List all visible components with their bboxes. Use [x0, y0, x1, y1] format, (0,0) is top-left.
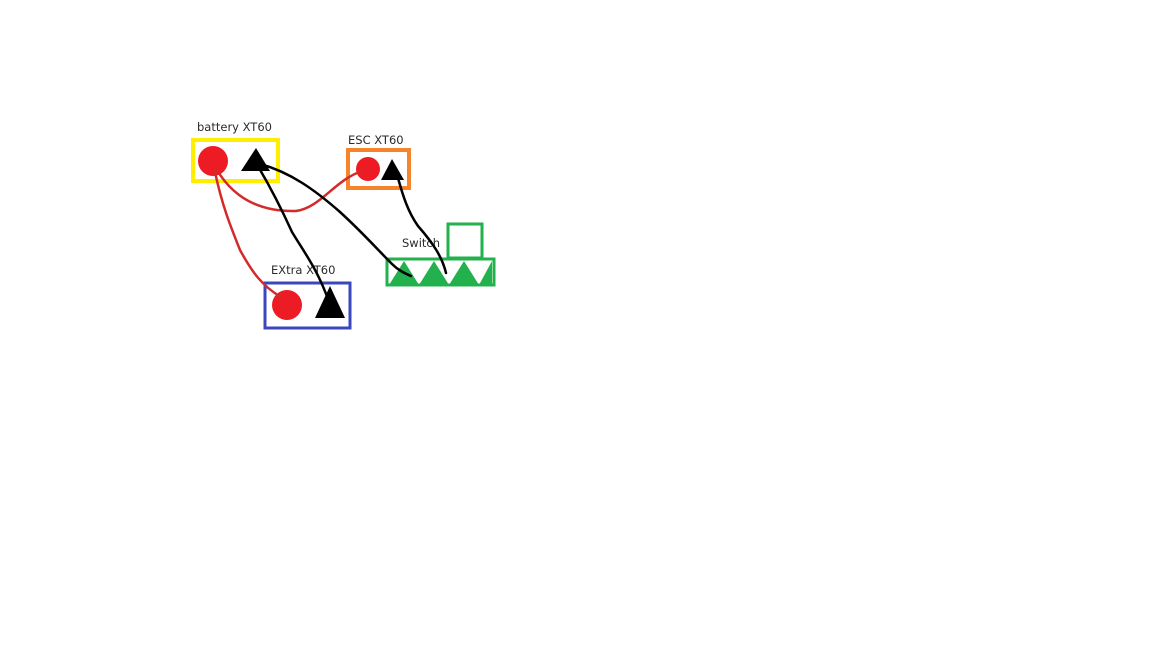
wires — [213, 162, 448, 304]
battery-positive-terminal — [198, 146, 228, 176]
switch: Switch — [385, 222, 496, 287]
esc-negative-terminal — [381, 159, 404, 180]
esc-box — [346, 148, 411, 190]
esc-negative-to-switch-wire — [396, 176, 448, 275]
battery-positive-to-extra-positive-wire — [213, 170, 283, 299]
esc-connector: ESC XT60 — [346, 133, 411, 190]
switch-toggle — [446, 222, 484, 260]
switch-contacts — [389, 261, 492, 285]
battery-box — [191, 138, 280, 183]
battery-negative-terminal — [241, 148, 270, 171]
battery-label: battery XT60 — [197, 120, 272, 134]
battery-negative-to-switch-wire — [258, 162, 413, 278]
esc-label: ESC XT60 — [348, 133, 404, 147]
battery-connector: battery XT60 — [191, 120, 280, 183]
extra-label: EXtra XT60 — [271, 263, 335, 277]
battery-positive-to-esc-positive-wire — [215, 168, 364, 213]
esc-positive-terminal — [356, 157, 380, 181]
extra-box — [263, 281, 352, 330]
battery-negative-to-extra-negative-wire — [257, 166, 331, 304]
